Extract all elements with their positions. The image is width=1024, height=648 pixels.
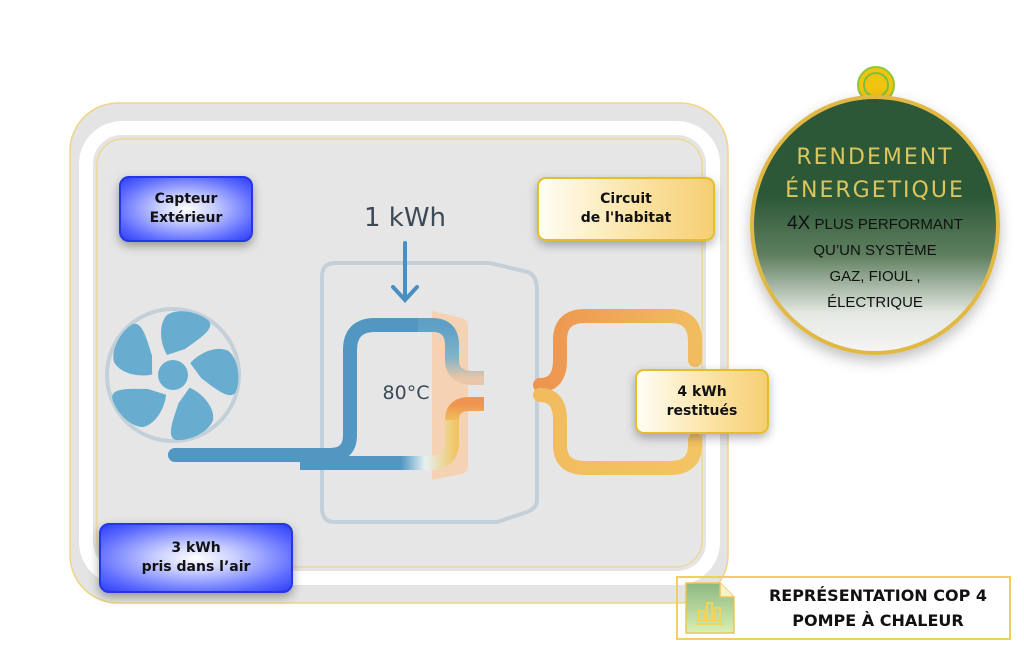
refrigerant-pipe-top-right	[418, 318, 484, 385]
outdoor-sensor-line2: Extérieur	[149, 210, 223, 226]
temperature-label: 80°C	[383, 382, 430, 404]
restored-energy-line1: 4 kWh	[677, 383, 727, 400]
home-circuit-line2: de l'habitat	[580, 210, 672, 226]
air-energy-line2: pris dans l’air	[141, 559, 251, 575]
refrigerant-pipe-cold	[168, 318, 427, 462]
air-energy-line1: 3 kWh	[171, 540, 221, 557]
refrigerant-pipe-hot	[445, 397, 484, 421]
legend-line1: REPRÉSENTATION COP 4	[768, 586, 988, 605]
arrow-down-icon	[391, 241, 419, 303]
badge-desc-line3: gaz, fioul ,	[829, 268, 921, 285]
badge-desc-line4: électrique	[827, 294, 923, 311]
badge-title: RENDEMENT ÉNERGETIQUE	[754, 141, 996, 207]
outdoor-sensor-line1: Capteur	[154, 191, 218, 208]
badge-desc-line1: 4X plus performant	[754, 211, 996, 238]
badge-multiplier: 4X	[787, 213, 811, 234]
home-circuit-line1: Circuit	[600, 191, 652, 208]
restored-energy-line2: restitués	[666, 402, 738, 419]
fan-icon	[105, 307, 241, 443]
restored-energy-label: 4 kWh restitués	[635, 369, 769, 434]
legend-text: REPRÉSENTATION COP 4 POMPE À CHALEUR	[748, 583, 1008, 633]
badge-desc-line1-rest: plus performant	[810, 216, 963, 233]
badge-title-line1: RENDEMENT	[796, 145, 954, 170]
frame-white-band	[79, 121, 720, 585]
air-energy-label: 3 kWh pris dans l’air	[99, 523, 293, 593]
heat-pump-unit-outline	[320, 261, 539, 524]
efficiency-badge: RENDEMENT ÉNERGETIQUE 4X plus performant…	[750, 95, 1000, 355]
home-circuit-label: Circuit de l'habitat	[537, 177, 715, 241]
chart-document-icon	[685, 582, 735, 634]
diagram-legend: REPRÉSENTATION COP 4 POMPE À CHALEUR	[676, 576, 1011, 640]
badge-title-line2: ÉNERGETIQUE	[785, 178, 965, 203]
legend-line2: POMPE À CHALEUR	[792, 611, 964, 630]
home-circuit-return-pipe	[533, 388, 702, 475]
badge-description: 4X plus performant qu’un système gaz, fi…	[754, 211, 996, 316]
badge-desc-line2: qu’un système	[813, 242, 937, 259]
home-circuit-supply-pipe	[533, 309, 702, 392]
outdoor-sensor-label: Capteur Extérieur	[119, 176, 253, 242]
input-energy-label: 1 kWh	[364, 203, 446, 233]
